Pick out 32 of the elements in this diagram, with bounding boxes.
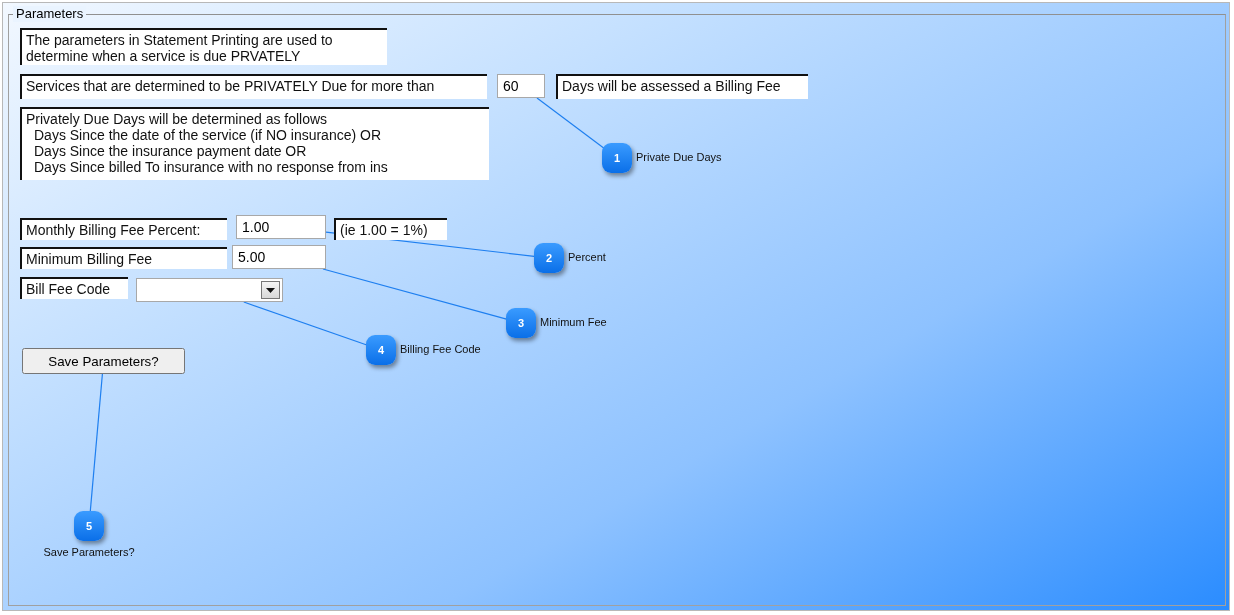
leader-line bbox=[322, 268, 508, 320]
callout-number: 4 bbox=[366, 335, 396, 365]
text-label bbox=[20, 107, 489, 180]
text-label: Monthly Billing Fee Percent: bbox=[20, 218, 227, 240]
input-field: 60 bbox=[497, 74, 545, 98]
callout-label: Private Due Days bbox=[636, 151, 722, 164]
text-label: (ie 1.00 = 1%) bbox=[334, 218, 447, 240]
list-heading: Privately Due Days will be determined as follows bbox=[26, 111, 329, 127]
input-field: 1.00 bbox=[236, 215, 326, 239]
list-line: Days Since the date of the service (if NO insurance) OR bbox=[33, 127, 383, 143]
input-field: 5.00 bbox=[232, 245, 326, 269]
text-label: Minimum Billing Fee bbox=[20, 247, 227, 269]
text-label: Bill Fee Code bbox=[20, 277, 128, 299]
callout-number: 1 bbox=[602, 143, 632, 173]
dropdown-field bbox=[136, 278, 283, 302]
group-title: Parameters bbox=[13, 6, 87, 22]
list-line: Days Since billed To insurance with no response from ins bbox=[33, 159, 389, 175]
callout-label: Billing Fee Code bbox=[400, 343, 481, 356]
callout-label: Percent bbox=[568, 251, 606, 264]
callout-number: 3 bbox=[506, 308, 536, 338]
callout-label: Save Parameters? bbox=[43, 546, 135, 559]
list-line: Days Since the insurance payment date OR bbox=[33, 143, 308, 159]
text-label: Days will be assessed a Billing Fee bbox=[556, 74, 808, 99]
leader-line bbox=[89, 373, 103, 512]
callout-label: Minimum Fee bbox=[540, 316, 607, 329]
text-label: Services that are determined to be PRIVATELY Due for more than bbox=[20, 74, 487, 99]
leader-line bbox=[536, 97, 606, 150]
save-button: Save Parameters? bbox=[22, 348, 185, 374]
callout-number: 5 bbox=[74, 511, 104, 541]
callout-number: 2 bbox=[534, 243, 564, 273]
text-label: The parameters in Statement Printing are used to determine when a service is due PRVATELY bbox=[20, 28, 387, 65]
leader-line bbox=[243, 301, 368, 346]
